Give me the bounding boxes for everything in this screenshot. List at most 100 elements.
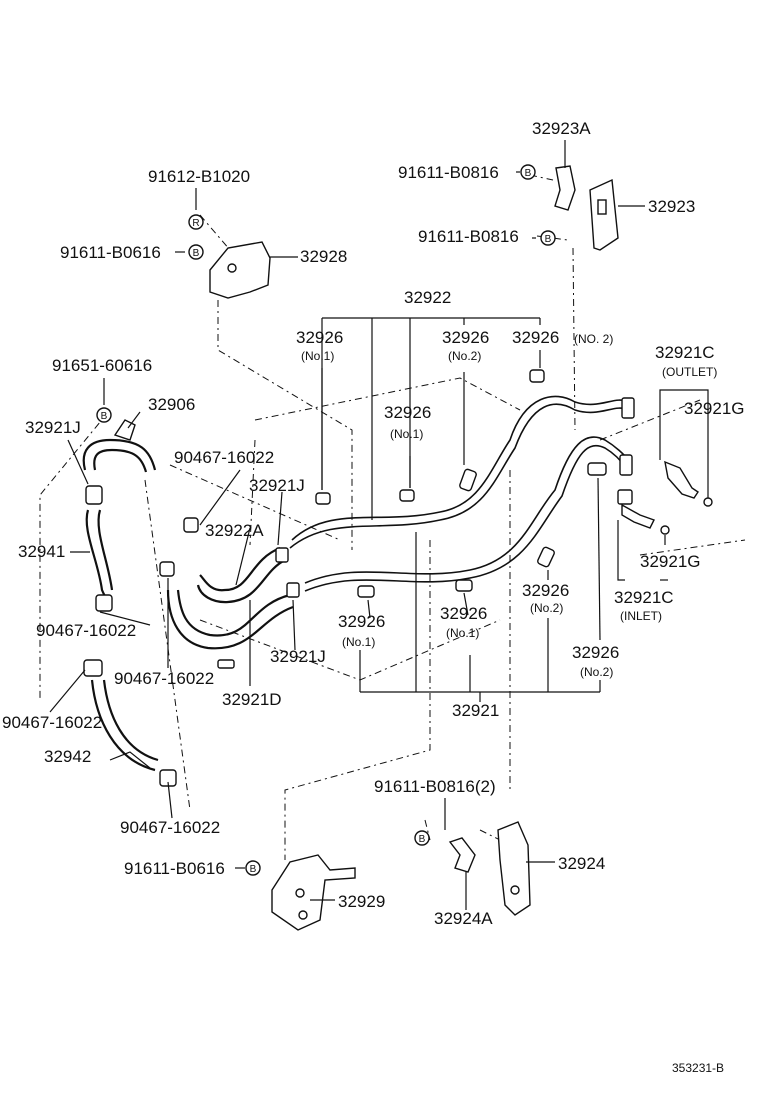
fitting-d: [621, 503, 655, 529]
clamp-32921J-a: [85, 485, 103, 505]
label-91612-B1020: 91612-B1020: [148, 167, 250, 186]
clamp-90467-c: [159, 561, 175, 577]
sleeve-32926-b: [399, 489, 415, 502]
bracket-32929: [271, 854, 356, 931]
label-32926-no1-c-sub: (No.1): [342, 635, 375, 649]
label-32924: 32924: [558, 854, 605, 873]
label-90467-16022-a: 90467-16022: [174, 448, 274, 467]
label-32921J-b: 32921J: [249, 476, 305, 495]
fitting-b: [619, 454, 633, 476]
bolt-symbol: B: [540, 230, 556, 246]
label-91611-B0816-b: 91611-B0816: [418, 227, 519, 246]
label-32923: 32923: [648, 197, 695, 216]
label-32926-no2-c: 32926: [522, 581, 569, 600]
label-32928: 32928: [300, 247, 347, 266]
label-90467-16022-e: 90467-16022: [120, 818, 220, 837]
label-32942: 32942: [44, 747, 91, 766]
label-32926-no2-a-sub: (No.2): [448, 349, 481, 363]
svg-text:B: B: [545, 234, 552, 245]
label-32922A: 32922A: [205, 521, 264, 540]
bolt-symbol: B: [414, 830, 430, 846]
label-32926-no1-a: 32926: [296, 328, 343, 347]
label-32926-no2-c-sub: (No.2): [530, 601, 563, 615]
label-91611-B0616-a: 91611-B0616: [60, 243, 161, 262]
svg-text:R: R: [192, 218, 199, 229]
fitting-a: [621, 397, 635, 419]
label-90467-16022-b: 90467-16022: [36, 621, 136, 640]
bracket-32923: [589, 178, 619, 251]
svg-text:B: B: [525, 168, 532, 179]
label-32921C-inlet: 32921C: [614, 588, 674, 607]
label-91611-B0616-b: 91611-B0616: [124, 859, 225, 878]
label-91611-B0816-a: 91611-B0816: [398, 163, 499, 182]
fitting-c: [617, 489, 633, 505]
label-32926-no2-d: 32926: [572, 643, 619, 662]
label-32941: 32941: [18, 542, 65, 561]
label-32926-no1-b: 32926: [384, 403, 431, 422]
svg-text:B: B: [250, 864, 257, 875]
svg-text:B: B: [419, 834, 426, 845]
ref-symbol: R: [188, 214, 204, 230]
label-32926-no1-a-sub: (No.1): [301, 349, 334, 363]
label-32921J-a: 32921J: [25, 418, 81, 437]
label-32929: 32929: [338, 892, 385, 911]
fitting-outlet: [664, 460, 699, 499]
bracket-32924: [497, 821, 531, 916]
circled-symbols: B B R B B B B: [96, 164, 556, 876]
clamp-32921J-b: [275, 547, 289, 563]
label-32926-no2-d-sub: (No.2): [580, 665, 613, 679]
diagram-reference: 353231-B: [672, 1061, 724, 1075]
label-32906: 32906: [148, 395, 195, 414]
bolt-symbol: B: [520, 164, 536, 180]
label-32923A: 32923A: [532, 119, 591, 138]
bolt-symbol: B: [96, 407, 112, 423]
label-32921G-b: 32921G: [640, 552, 701, 571]
part-labels: 32923A 91611-B0816 32923 91611-B0816 916…: [2, 119, 745, 1075]
label-32921C-inlet-sub: (INLET): [620, 609, 662, 623]
clamps: [83, 369, 713, 787]
label-91651-60616: 91651-60616: [52, 356, 152, 375]
sleeve-32926-f: [537, 546, 555, 568]
sleeve-32926-e: [587, 462, 607, 476]
sleeve-32926-g: [357, 585, 375, 598]
svg-text:B: B: [193, 248, 200, 259]
label-32921: 32921: [452, 701, 499, 720]
bracket-32928: [209, 241, 271, 299]
label-32921G-a: 32921G: [684, 399, 745, 418]
label-32926-no2-b: 32926: [512, 328, 559, 347]
leader-lines: [49, 140, 709, 910]
part-32921D: [217, 659, 235, 669]
label-91611-B0816-2: 91611-B0816(2): [374, 777, 496, 796]
label-32926-no1-d-sub: (No.1): [446, 626, 479, 640]
sleeve-32926-a: [315, 492, 331, 505]
label-90467-16022-d: 90467-16022: [2, 713, 102, 732]
label-32921D: 32921D: [222, 690, 282, 709]
label-32926-no1-d: 32926: [440, 604, 487, 623]
o-ring-32921G-a: [703, 497, 713, 507]
label-32926-no2-b-sub: (NO. 2): [574, 332, 613, 346]
sleeve-32926-d: [529, 369, 545, 383]
label-32922: 32922: [404, 288, 451, 307]
bolt-symbol: B: [188, 244, 204, 260]
label-90467-16022-c: 90467-16022: [114, 669, 214, 688]
clamp-90467-a: [183, 517, 199, 533]
label-32924A: 32924A: [434, 909, 493, 928]
bracket-32923A: [554, 165, 576, 211]
label-32926-no2-a: 32926: [442, 328, 489, 347]
label-32921J-c: 32921J: [270, 647, 326, 666]
clamp-32921J-c: [286, 582, 300, 598]
brackets: [113, 165, 619, 931]
svg-text:B: B: [101, 411, 108, 422]
bracket-32924A: [448, 837, 476, 873]
sleeve-32926-c: [459, 468, 477, 492]
label-32921C-outlet-sub: (OUTLET): [662, 365, 717, 379]
clamp-90467-d: [83, 659, 103, 677]
hoses-and-pipes: [82, 395, 629, 772]
bolt-symbol: B: [245, 860, 261, 876]
sleeve-32926-h: [455, 579, 473, 592]
o-ring-32921G-b: [660, 525, 670, 535]
clamp-90467-b: [95, 594, 113, 612]
label-32921C-outlet: 32921C: [655, 343, 715, 362]
